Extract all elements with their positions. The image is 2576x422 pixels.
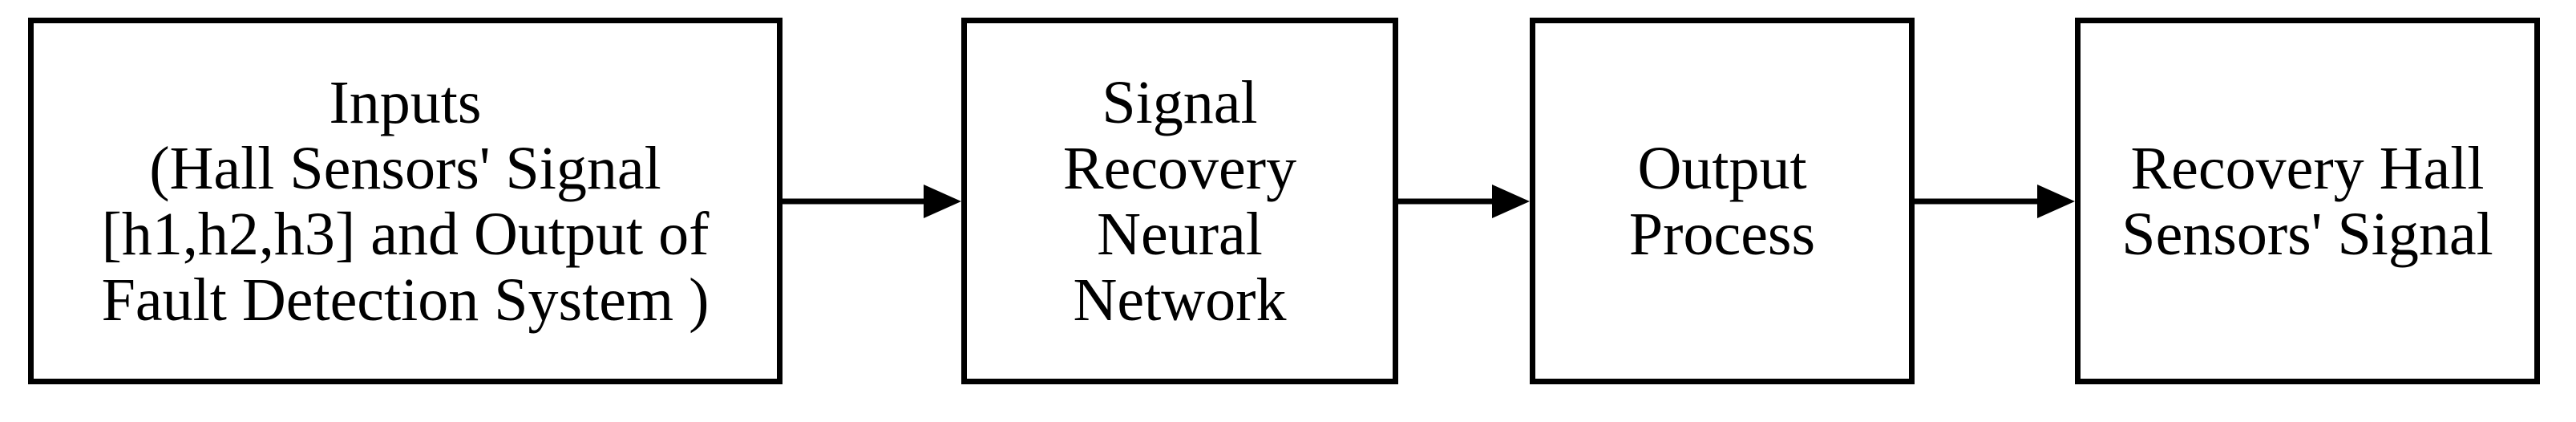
network-block-line: Signal	[1102, 68, 1258, 136]
inputs-block-line: [h1,h2,h3] and Output of	[101, 200, 710, 268]
arrow-inputs-to-network	[783, 185, 961, 218]
output-process-block-line: Output	[1637, 134, 1807, 202]
recovery-signal-block-line: Sensors' Signal	[2121, 200, 2493, 268]
output-process-block: Output Process	[1530, 18, 1915, 384]
arrow-output-process-to-recovery-signal	[1915, 185, 2075, 218]
inputs-block-line: Inputs	[329, 68, 482, 136]
inputs-block-line: (Hall Sensors' Signal	[149, 134, 661, 202]
recovery-hall-sensors-signal-block: Recovery Hall Sensors' Signal	[2075, 18, 2540, 384]
recovery-signal-block-line: Recovery Hall	[2130, 134, 2485, 202]
output-process-block-line: Process	[1628, 200, 1816, 268]
network-block-line: Recovery	[1062, 134, 1297, 202]
network-block-line: Network	[1073, 266, 1287, 334]
signal-recovery-neural-network-block: Signal Recovery Neural Network	[961, 18, 1398, 384]
arrow-network-to-output-process	[1398, 185, 1530, 218]
network-block-line: Neural	[1097, 200, 1263, 268]
inputs-block-line: Fault Detection System )	[101, 266, 710, 334]
inputs-block: Inputs (Hall Sensors' Signal [h1,h2,h3] …	[28, 18, 783, 384]
